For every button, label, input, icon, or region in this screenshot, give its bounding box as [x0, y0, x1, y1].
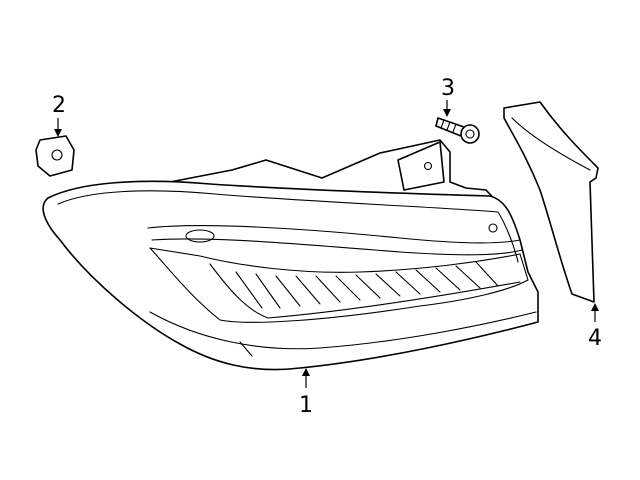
tail-lamp-assembly — [42, 139, 539, 371]
led-segments — [235, 261, 499, 309]
lamp-upper-band — [147, 225, 521, 244]
mounting-bracket — [397, 141, 445, 191]
callout-1-arrow-icon — [302, 368, 310, 376]
bracket-hole — [423, 161, 433, 171]
lamp-inner-contour — [57, 190, 519, 263]
lamp-screw-boss — [488, 223, 498, 233]
screw-head-recess — [465, 129, 475, 139]
led-light-guide — [149, 247, 529, 323]
screw-shank — [435, 117, 465, 137]
retainer-nut — [35, 135, 75, 177]
led-inner-edge — [209, 263, 521, 319]
callout-leaders — [54, 100, 599, 388]
retainer-nut-body — [35, 135, 75, 177]
retainer-nut-hole — [51, 149, 63, 161]
callout-1-label: 1 — [299, 393, 313, 418]
side-trim-panel — [503, 101, 599, 303]
callout-4-label: 4 — [588, 326, 602, 351]
lamp-lower-edge — [149, 311, 537, 350]
lamp-small-lens — [185, 229, 215, 243]
callout-3-label: 3 — [441, 76, 455, 101]
screw-head — [460, 124, 480, 144]
callout-2-label: 2 — [52, 93, 66, 118]
lamp-outer-lens — [42, 180, 539, 371]
lamp-lower-rib — [239, 341, 253, 357]
callout-3-arrow-icon — [443, 109, 451, 117]
callout-2-arrow-icon — [54, 129, 62, 137]
lamp-upper-band-2 — [151, 238, 523, 256]
side-trim-panel-body — [503, 101, 599, 303]
callout-4-arrow-icon — [591, 303, 599, 311]
mounting-screw — [435, 117, 480, 144]
